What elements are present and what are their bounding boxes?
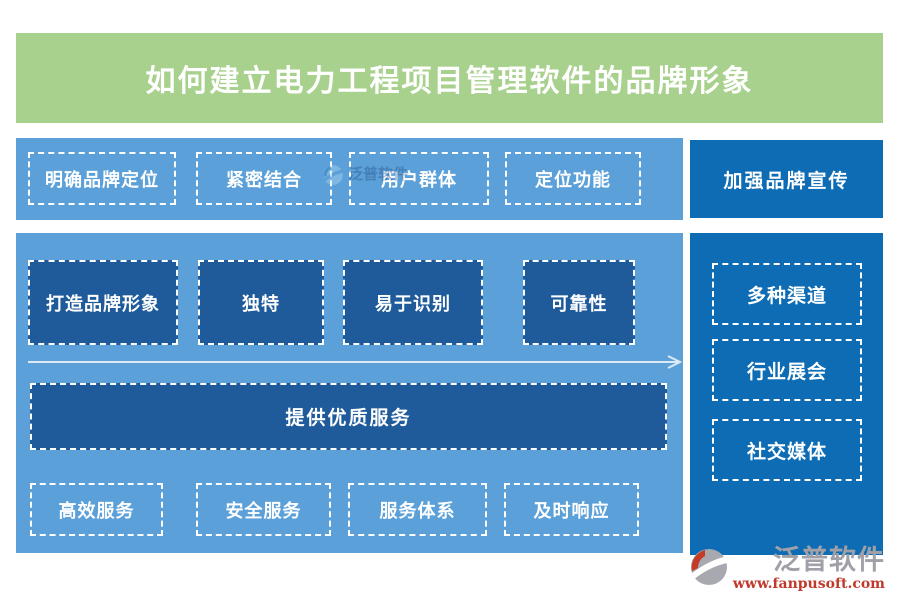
node-secure-service: 安全服务: [196, 483, 331, 536]
node-efficient-service: 高效服务: [30, 483, 163, 536]
panel-brand-image: 打造品牌形象 独特 易于识别 可靠性 提供优质服务 高效服务 安全服务 服务体系…: [16, 233, 683, 553]
node-positioning-functions: 定位功能: [505, 152, 641, 205]
node-unique: 独特: [198, 260, 324, 345]
node-easy-to-recognize: 易于识别: [343, 260, 483, 345]
node-multiple-channels: 多种渠道: [712, 263, 862, 325]
panel-promotion-channels: 多种渠道 行业展会 社交媒体: [690, 233, 883, 555]
node-provide-quality-service: 提供优质服务: [30, 383, 667, 450]
node-industry-exhibitions: 行业展会: [712, 339, 862, 401]
panel-brand-promotion: 加强品牌宣传: [690, 140, 883, 218]
panel-brand-positioning: 明确品牌定位 紧密结合 用户群体 定位功能 泛普软件: [16, 138, 683, 220]
node-reliability: 可靠性: [523, 260, 635, 345]
node-build-brand-image: 打造品牌形象: [28, 260, 178, 345]
node-service-system: 服务体系: [348, 483, 487, 536]
footer-logo: 泛普软件 www.fanpusoft.com: [689, 547, 885, 592]
node-strengthen-brand-promotion: 加强品牌宣传: [723, 169, 850, 192]
title-bar: 如何建立电力工程项目管理软件的品牌形象: [16, 33, 883, 123]
node-user-groups: 用户群体: [349, 152, 489, 205]
page-title: 如何建立电力工程项目管理软件的品牌形象: [145, 64, 754, 99]
fanpu-logo-url[interactable]: www.fanpusoft.com: [732, 576, 885, 592]
fanpu-logo-icon: [690, 549, 727, 585]
node-social-media: 社交媒体: [712, 419, 862, 481]
node-timely-response: 及时响应: [504, 483, 639, 536]
right-arrow: [28, 355, 683, 369]
node-define-brand-positioning: 明确品牌定位: [28, 152, 176, 205]
fanpu-logo-name: 泛普软件: [773, 545, 885, 576]
node-tight-integration: 紧密结合: [196, 152, 332, 205]
